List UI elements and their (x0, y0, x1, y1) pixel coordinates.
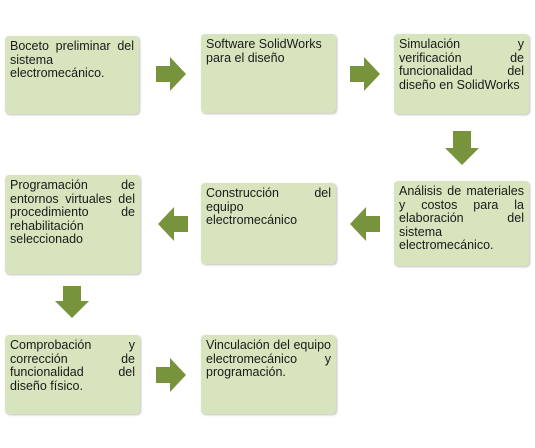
step-box-4: Análisis de materiales y costos para la … (394, 181, 529, 266)
step-text-6: Programación de entornos virtuales del p… (10, 178, 135, 246)
arrow-left-2 (158, 207, 188, 241)
step-box-8: Vinculación del equipo electromecánico y… (201, 335, 336, 414)
arrow-right-1 (156, 57, 186, 91)
step-box-2: Software SolidWorks para el diseño (201, 34, 336, 113)
arrow-right-3 (156, 358, 186, 392)
step-text-1: Boceto preliminar del sistema electromec… (10, 39, 134, 80)
step-box-6: Programación de entornos virtuales del p… (5, 175, 140, 274)
step-text-7: Comprobación y corrección de funcionalid… (10, 338, 135, 393)
step-box-5: Construcción del equipo electromecánico (201, 183, 336, 264)
arrow-left-1 (350, 207, 380, 241)
step-text-3: Simulación y verificación de funcionalid… (399, 37, 524, 92)
arrow-right-2 (350, 57, 380, 91)
step-box-7: Comprobación y corrección de funcionalid… (5, 335, 140, 414)
step-text-5: Construcción del equipo electromecánico (206, 186, 331, 227)
step-text-4: Análisis de materiales y costos para la … (399, 184, 524, 252)
arrow-down-1 (445, 131, 479, 165)
step-box-3: Simulación y verificación de funcionalid… (394, 34, 529, 114)
step-box-1: Boceto preliminar del sistema electromec… (5, 36, 139, 114)
arrow-down-2 (55, 286, 89, 318)
step-text-8: Vinculación del equipo electromecánico y… (206, 338, 331, 379)
step-text-2: Software SolidWorks para el diseño (206, 37, 322, 65)
